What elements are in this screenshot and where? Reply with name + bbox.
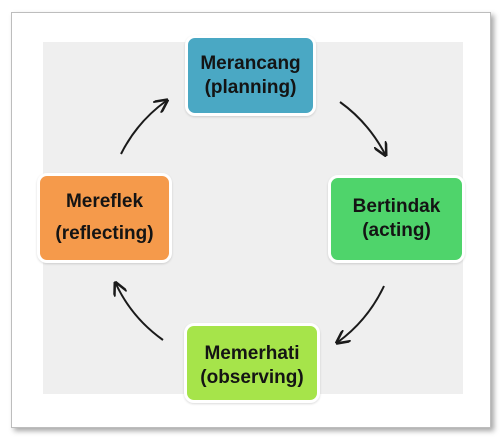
node-reflecting: Mereflek (reflecting)	[37, 173, 172, 263]
node-observing-sublabel: (observing)	[200, 366, 304, 388]
node-acting-sublabel: (acting)	[362, 220, 431, 241]
node-planning-label: Merancang	[200, 52, 301, 74]
node-observing-label: Memerhati	[204, 343, 300, 364]
node-planning: Merancang (planning)	[185, 35, 316, 116]
node-acting-label: Bertindak	[352, 196, 441, 218]
node-acting: Bertindak (acting)	[328, 175, 465, 263]
node-reflecting-sublabel: (reflecting)	[55, 223, 154, 244]
node-planning-sublabel: (planning)	[204, 76, 297, 98]
node-observing: Memerhati (observing)	[184, 323, 320, 403]
node-reflecting-label: Mereflek	[65, 191, 144, 213]
